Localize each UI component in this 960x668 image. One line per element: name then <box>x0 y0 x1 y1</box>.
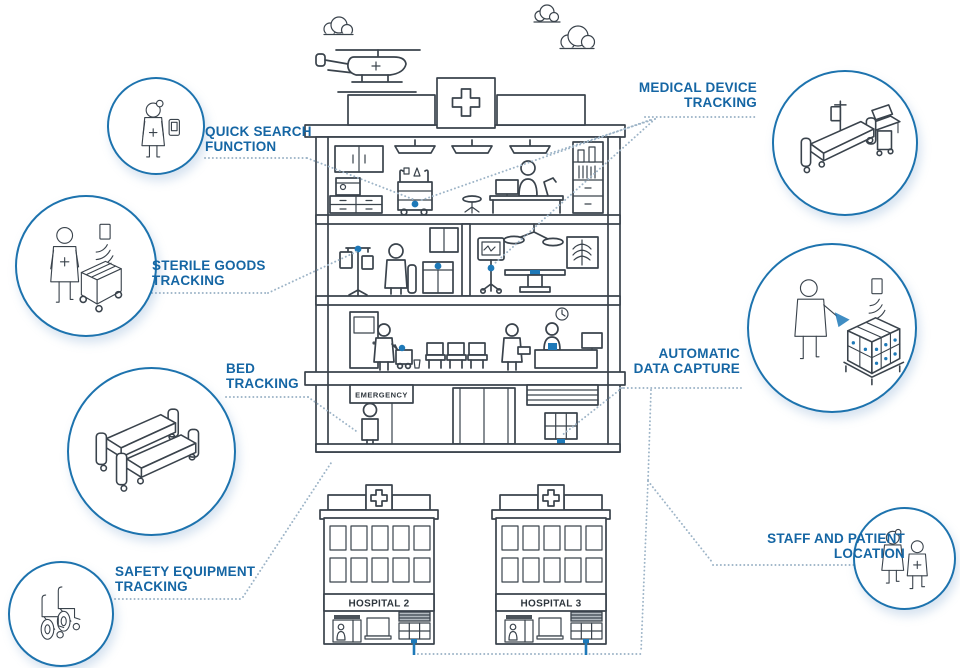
waiting-chairs <box>425 342 488 369</box>
inner-walls <box>327 136 609 445</box>
label-line: TRACKING <box>684 95 757 111</box>
scanner-pallet-sensor-icon <box>794 278 905 386</box>
standing-person <box>501 323 531 371</box>
wheelchair <box>56 586 81 632</box>
emergency-entrance: EMERGENCY <box>349 384 414 453</box>
label-line: TRACKING <box>152 273 225 289</box>
floor-supply-office <box>329 139 604 216</box>
label-line: QUICK SEARCH <box>205 124 312 139</box>
emergency-sign: EMERGENCY <box>355 391 408 400</box>
pallet-boxes <box>843 317 905 386</box>
hospital-beds-icon <box>94 407 199 492</box>
windows <box>329 525 431 583</box>
bed <box>800 117 877 174</box>
reception-desk <box>534 307 603 369</box>
storage-shelf <box>572 141 604 214</box>
label-line: STERILE GOODS <box>152 258 266 273</box>
safety-equipment-label: SAFETY EQUIPMENT TRACKING <box>115 564 255 594</box>
automatic-data-capture-circle <box>747 243 917 413</box>
iv-stand <box>339 245 374 297</box>
wheelchair <box>40 594 65 640</box>
ground-floor: EMERGENCY <box>349 384 599 453</box>
worker-cart-sensor-icon <box>50 223 123 313</box>
roof-parapet <box>496 94 586 126</box>
ground-floor <box>332 611 431 643</box>
floor-ward-or <box>339 223 599 297</box>
floor-reception <box>349 307 603 371</box>
bed <box>115 428 199 492</box>
sterile-goods-label: STERILE GOODS TRACKING <box>152 258 266 288</box>
label-line: SAFETY EQUIPMENT <box>115 564 256 579</box>
label-line: DATA CAPTURE <box>633 361 740 377</box>
operating-table <box>504 269 566 293</box>
label-line: BED <box>226 361 256 376</box>
staff-patient-circle <box>853 507 956 610</box>
staff-patient-label: STAFF AND PATIENT LOCATION <box>700 531 905 561</box>
monitor-stand <box>477 237 505 295</box>
bed-iv-device-icon <box>800 100 901 174</box>
stool <box>462 195 482 214</box>
label-line: LOCATION <box>833 546 905 562</box>
label-line: MEDICAL DEVICE <box>638 80 757 95</box>
loading-dock <box>526 384 599 444</box>
xray-lightbox <box>566 236 599 269</box>
base-slab <box>315 443 621 453</box>
hospital-2-name: HOSPITAL 2 <box>349 599 410 610</box>
bed <box>94 407 179 472</box>
bedside-cabinet <box>422 261 454 294</box>
automatic-data-capture-label: AUTOMATIC DATA CAPTURE <box>600 346 740 376</box>
wheelchairs-icon <box>40 586 81 640</box>
main-hospital-illustration: EMERGENCY <box>304 4 626 453</box>
sterile-goods-circle <box>15 195 157 337</box>
ward-door <box>349 311 379 369</box>
helicopter-icon <box>315 49 421 93</box>
mid-roof-slab <box>304 371 626 386</box>
cloud-icon <box>323 16 354 41</box>
cloud-icon <box>533 4 561 28</box>
cloud-icon <box>559 25 596 56</box>
quick-search-circle <box>107 77 205 175</box>
bed-tracking-label: BED TRACKING <box>226 361 299 391</box>
hospital-3-name: HOSPITAL 3 <box>521 599 582 610</box>
nurse-with-cart <box>373 323 421 371</box>
label-line: TRACKING <box>115 579 188 595</box>
hospital-2-illustration: HOSPITAL 2 <box>319 484 439 645</box>
hospital-cross-sign <box>436 77 496 129</box>
ground-floor <box>504 611 603 643</box>
label-line: STAFF AND PATIENT <box>767 531 905 546</box>
patient-figure <box>384 243 408 295</box>
safety-equipment-circle <box>8 561 114 667</box>
roof-parapet <box>347 94 436 126</box>
windows <box>501 525 603 583</box>
label-line: FUNCTION <box>205 139 277 155</box>
staff-and-patient-icon <box>880 528 928 589</box>
quick-search-label: QUICK SEARCH FUNCTION <box>205 124 312 154</box>
oxygen-tank <box>407 264 417 294</box>
label-line: TRACKING <box>226 376 299 392</box>
floor-slab <box>315 295 621 306</box>
hospital-3-illustration: HOSPITAL 3 <box>491 484 611 645</box>
medical-device-circle <box>772 70 918 216</box>
nurse-with-tablet-icon <box>141 99 180 158</box>
medical-device-label: MEDICAL DEVICE TRACKING <box>600 80 757 110</box>
supply-cart <box>397 167 433 216</box>
label-line: AUTOMATIC <box>658 346 740 361</box>
bed-tracking-circle <box>67 367 236 536</box>
